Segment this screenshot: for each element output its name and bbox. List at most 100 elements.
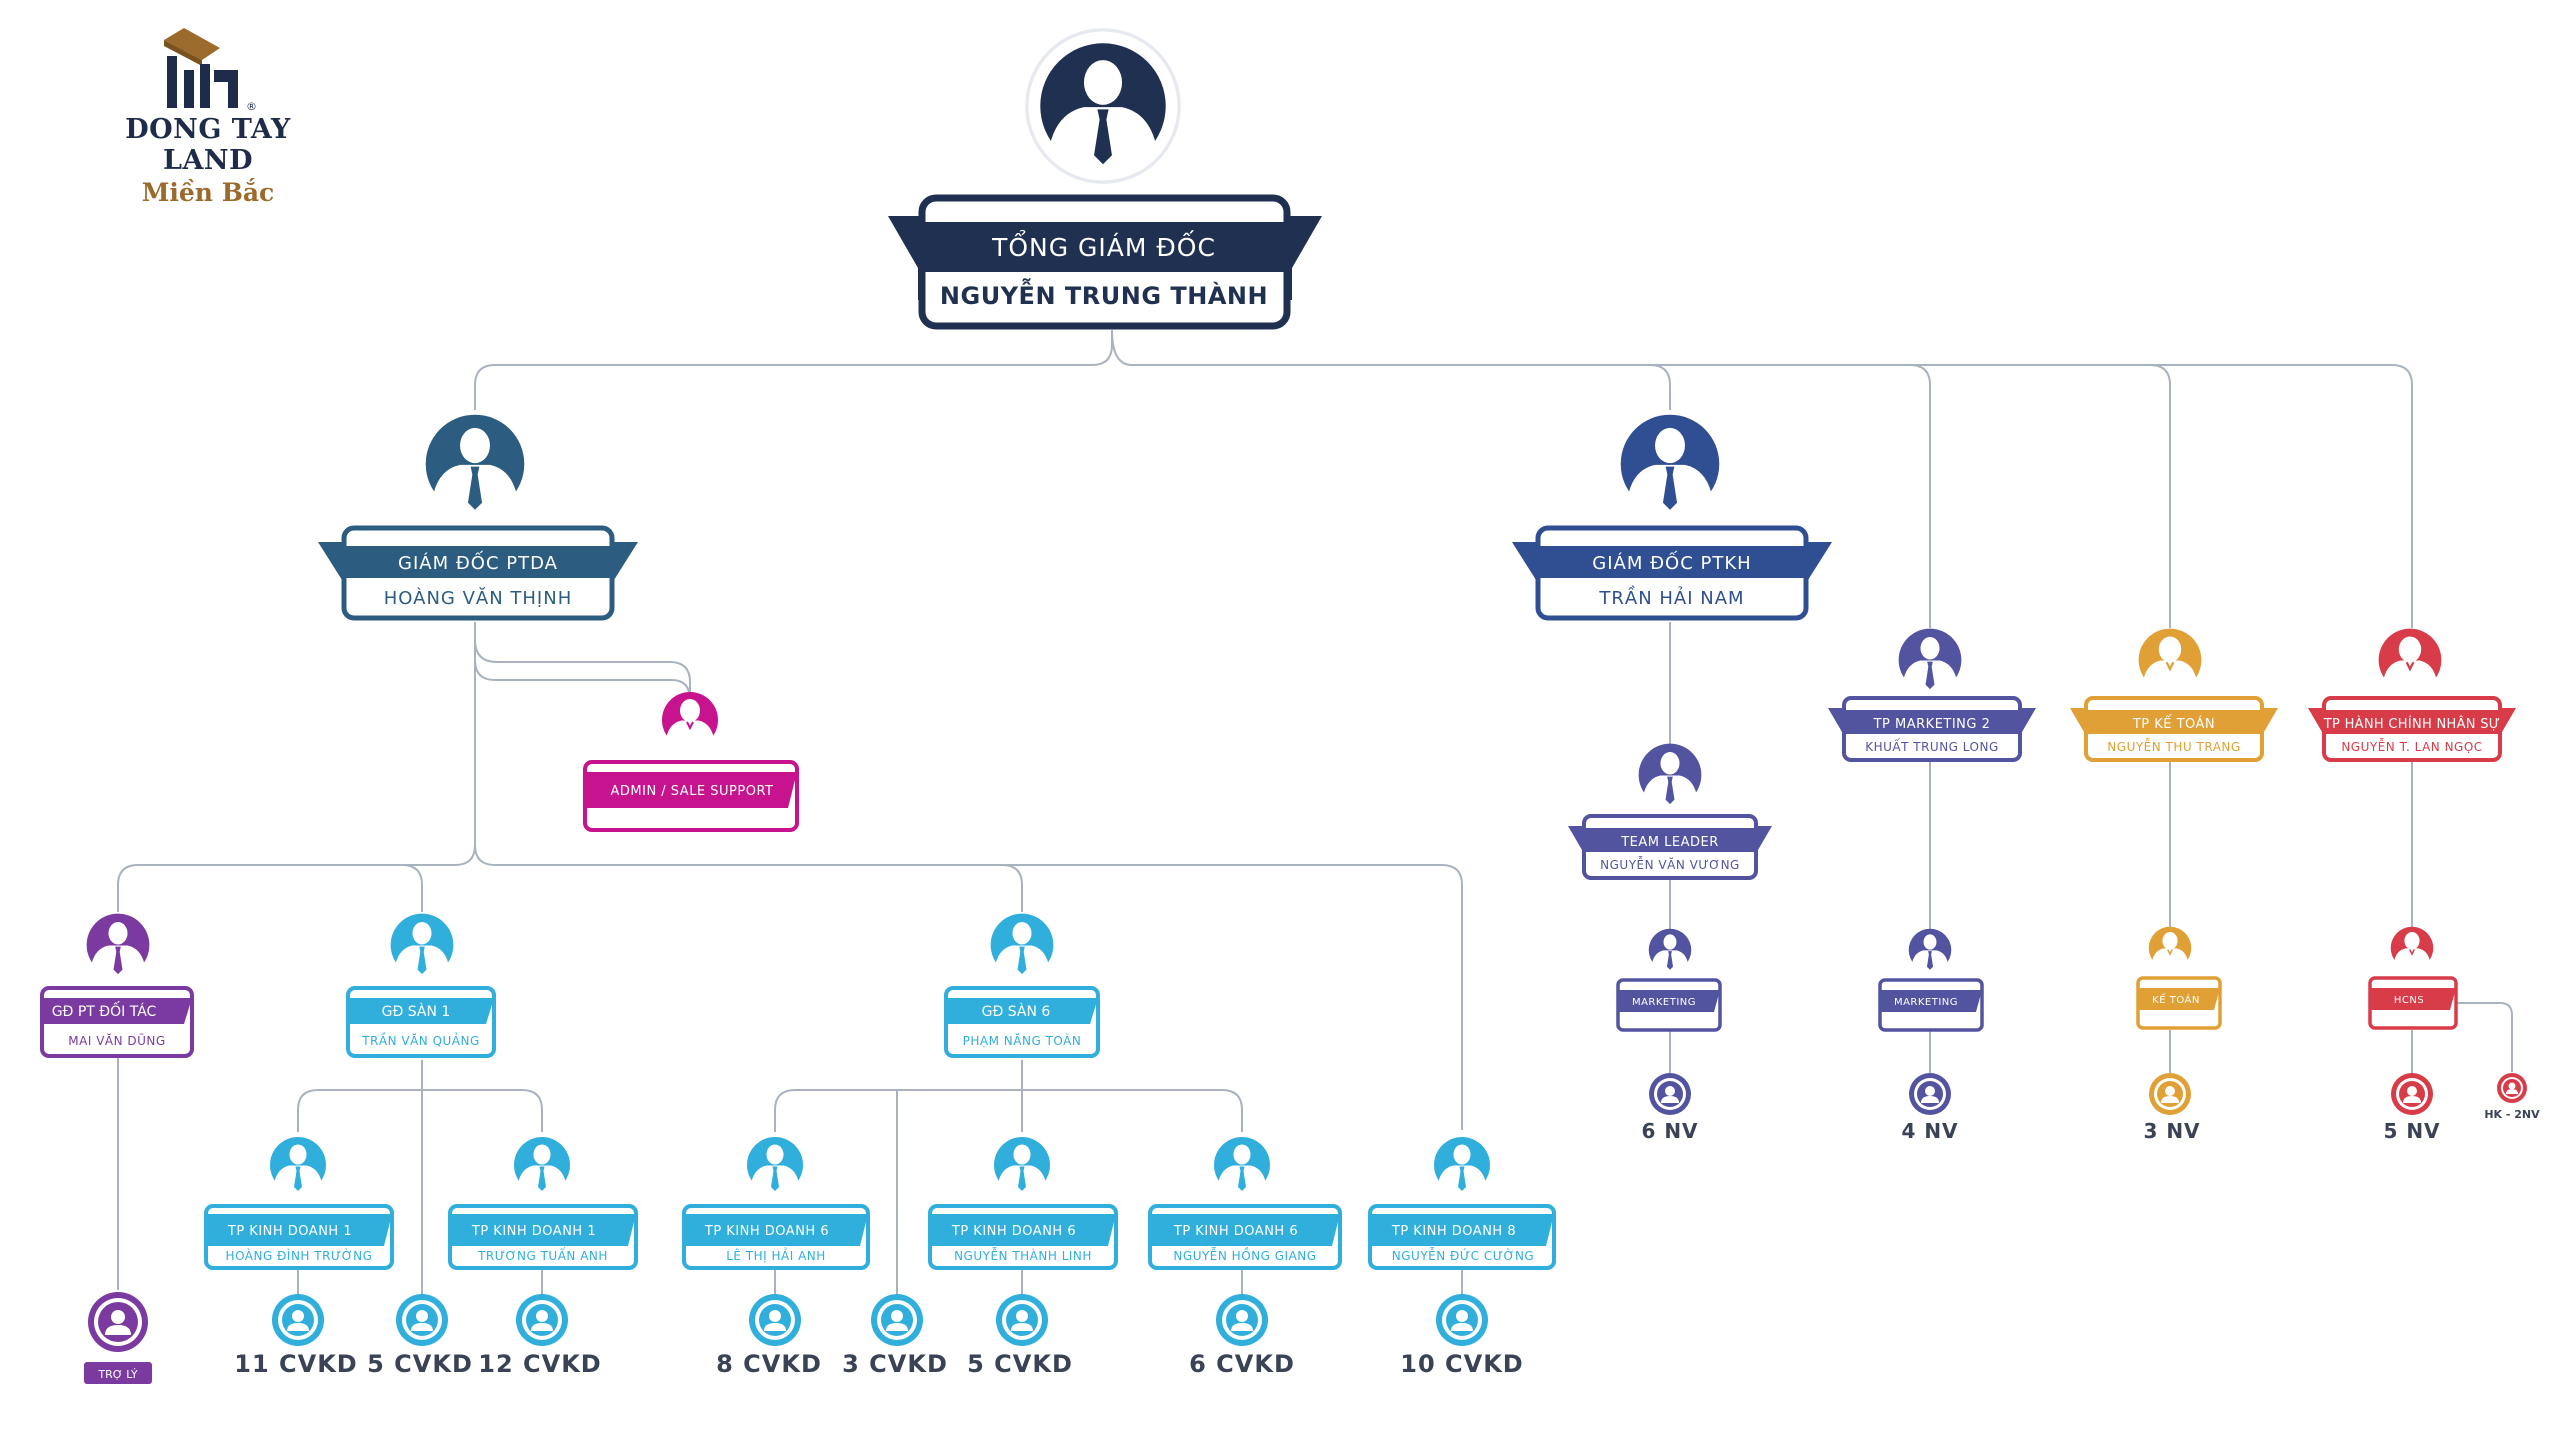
cvkd-0-icon xyxy=(272,1294,324,1346)
hr-sub-avatar-icon xyxy=(2390,926,2434,971)
accounting-name: NGUYỄN THU TRANG xyxy=(2107,738,2240,754)
accounting-node: TP KẾ TOÁN NGUYỄN THU TRANG KẾ TOÁN 3 NV xyxy=(2070,628,2278,1143)
accounting-count: 3 NV xyxy=(2143,1119,2200,1143)
san1-node: GĐ SÀN 1 TRẦN VĂN QUẢNG xyxy=(346,913,496,1058)
cvkd-row: 11 CVKD 5 CVKD 12 CVKD 8 CVKD 3 CVKD 5 C… xyxy=(234,1294,1523,1378)
san6-name: PHẠM NĂNG TOÀN xyxy=(963,1033,1082,1048)
cvkd-1-icon xyxy=(396,1294,448,1346)
admin-title: ADMIN / SALE SUPPORT xyxy=(610,784,773,799)
gd-ptda-node: GIÁM ĐỐC PTDA HOÀNG VĂN THỊNH xyxy=(318,414,638,621)
kd-6-avatar-icon xyxy=(1214,1137,1270,1195)
admin-node: ADMIN / SALE SUPPORT xyxy=(474,659,799,832)
hr-node: TP HÀNH CHÍNH NHÂN SỰ NGUYỄN T. LAN NGỌC… xyxy=(2308,628,2540,1143)
partner-avatar-icon xyxy=(86,913,150,978)
cvkd-5-icon xyxy=(996,1294,1048,1346)
logo-company-name: DONG TAY LAND xyxy=(125,114,291,176)
hr-title: TP HÀNH CHÍNH NHÂN SỰ xyxy=(2323,716,2501,732)
gd-ptkh-avatar-icon xyxy=(1620,414,1720,516)
kd-node-6: TP KINH DOANH 6 NGUYỄN HỒNG GIANG xyxy=(1148,1137,1342,1270)
cvkd-6-count: 6 CVKD xyxy=(1189,1350,1295,1378)
kd-node-3: TP KINH DOANH 6 LÊ THỊ HẢI ANH xyxy=(682,1137,870,1270)
kd-node-2: TP KINH DOANH 1 TRƯƠNG TUẤN ANH xyxy=(448,1137,638,1270)
marketing2-sub-avatar-icon xyxy=(1908,928,1952,973)
cvkd-6-icon xyxy=(1216,1294,1268,1346)
team-leader-staff-icon xyxy=(1649,1073,1691,1115)
hr-extra-label: HK - 2NV xyxy=(2484,1108,2540,1121)
kd-0-title: TP KINH DOANH 1 xyxy=(227,1224,352,1239)
kd-7-avatar-icon xyxy=(1434,1137,1490,1195)
kd-node-5: TP KINH DOANH 6 NGUYỄN THÀNH LINH xyxy=(928,1137,1118,1270)
team-leader-sub-avatar-icon xyxy=(1648,928,1692,973)
gd-ptkh-title: GIÁM ĐỐC PTKH xyxy=(1592,550,1751,574)
san6-node: GĐ SÀN 6 PHẠM NĂNG TOÀN xyxy=(944,913,1100,1058)
cvkd-1-count: 5 CVKD xyxy=(367,1350,473,1378)
team-leader-sub-label: MARKETING xyxy=(1632,997,1696,1008)
logo-text: DONG TAY LAND Miền Bắc xyxy=(88,114,328,207)
cvkd-7-icon xyxy=(1436,1294,1488,1346)
logo-registered-mark: ® xyxy=(246,100,257,113)
kd-2-avatar-icon xyxy=(514,1137,570,1195)
kd-0-name: HOÀNG ĐÌNH TRƯỜNG xyxy=(226,1248,373,1263)
kd-2-name: TRƯƠNG TUẤN ANH xyxy=(477,1247,608,1263)
team-leader-count: 6 NV xyxy=(1641,1119,1698,1143)
assistant-icon xyxy=(88,1292,148,1352)
hr-extra-staff-icon xyxy=(2497,1073,2527,1103)
accounting-staff-icon xyxy=(2149,1073,2191,1115)
kd-node-0: TP KINH DOANH 1 HOÀNG ĐÌNH TRƯỜNG xyxy=(204,1137,394,1270)
san1-title: GĐ SÀN 1 xyxy=(382,1003,451,1020)
marketing2-sub-label: MARKETING xyxy=(1894,997,1958,1008)
ceo-name: NGUYỄN TRUNG THÀNH xyxy=(940,277,1268,310)
assistant-label: TRỢ LÝ xyxy=(97,1368,138,1381)
kd-5-avatar-icon xyxy=(994,1137,1050,1195)
san1-name: TRẦN VĂN QUẢNG xyxy=(361,1032,480,1048)
marketing2-staff-icon xyxy=(1909,1073,1951,1115)
cvkd-5-count: 5 CVKD xyxy=(967,1350,1073,1378)
cvkd-2-count: 12 CVKD xyxy=(478,1350,601,1378)
san6-avatar-icon xyxy=(990,913,1054,978)
company-logo: ® DONG TAY LAND Miền Bắc xyxy=(88,26,328,207)
kd-7-name: NGUYỄN ĐỨC CƯỜNG xyxy=(1392,1247,1534,1263)
ceo-avatar-icon xyxy=(1025,28,1181,184)
gd-ptda-avatar-icon xyxy=(425,414,525,516)
kd-3-title: TP KINH DOANH 6 xyxy=(704,1224,829,1239)
team-leader-avatar-icon xyxy=(1638,743,1702,808)
san1-avatar-icon xyxy=(390,913,454,978)
accounting-sub-label: KẾ TOÁN xyxy=(2152,992,2200,1006)
hr-sub-label: HCNS xyxy=(2394,995,2424,1006)
kd-6-name: NGUYỄN HỒNG GIANG xyxy=(1173,1247,1316,1263)
partner-title: GĐ PT ĐỐI TÁC xyxy=(52,1001,157,1020)
hr-staff-icon xyxy=(2391,1073,2433,1115)
gd-ptkh-name: TRẦN HẢI NAM xyxy=(1598,585,1744,609)
cvkd-3-icon xyxy=(749,1294,801,1346)
hr-name: NGUYỄN T. LAN NGỌC xyxy=(2341,738,2482,754)
cvkd-0-count: 11 CVKD xyxy=(234,1350,357,1378)
ceo-node: TỔNG GIÁM ĐỐC NGUYỄN TRUNG THÀNH xyxy=(888,28,1322,330)
partner-name: MAI VĂN DŨNG xyxy=(68,1033,165,1048)
accounting-avatar-icon xyxy=(2138,628,2202,693)
kd-7-title: TP KINH DOANH 8 xyxy=(1391,1224,1516,1239)
kd-5-title: TP KINH DOANH 6 xyxy=(951,1224,1076,1239)
team-leader-name: NGUYỄN VĂN VƯƠNG xyxy=(1600,856,1740,872)
building-logo-icon: ® xyxy=(164,28,257,113)
partner-node: GĐ PT ĐỐI TÁC MAI VĂN DŨNG TRỢ LÝ xyxy=(40,913,194,1384)
gd-ptda-title: GIÁM ĐỐC PTDA xyxy=(398,550,558,574)
accounting-title: TP KẾ TOÁN xyxy=(2132,715,2215,732)
marketing2-avatar-icon xyxy=(1898,628,1962,693)
marketing2-title: TP MARKETING 2 xyxy=(1873,717,1991,732)
kd-node-7: TP KINH DOANH 8 NGUYỄN ĐỨC CƯỜNG xyxy=(1368,1137,1556,1270)
cvkd-4-count: 3 CVKD xyxy=(842,1350,948,1378)
kd-5-name: NGUYỄN THÀNH LINH xyxy=(954,1247,1092,1263)
kd-6-title: TP KINH DOANH 6 xyxy=(1173,1224,1298,1239)
hr-count: 5 NV xyxy=(2383,1119,2440,1143)
marketing2-node: TP MARKETING 2 KHUẤT TRUNG LONG MARKETIN… xyxy=(1828,628,2036,1143)
hr-avatar-icon xyxy=(2378,628,2442,693)
kd-0-avatar-icon xyxy=(270,1137,326,1195)
kd-3-name: LÊ THỊ HẢI ANH xyxy=(726,1247,826,1263)
ceo-title: TỔNG GIÁM ĐỐC xyxy=(991,229,1216,262)
logo-region: Miền Bắc xyxy=(141,178,275,207)
gd-ptda-name: HOÀNG VĂN THỊNH xyxy=(384,587,573,609)
team-leader-title: TEAM LEADER xyxy=(1620,835,1719,850)
accounting-sub-avatar-icon xyxy=(2148,926,2192,971)
kd-3-avatar-icon xyxy=(747,1137,803,1195)
